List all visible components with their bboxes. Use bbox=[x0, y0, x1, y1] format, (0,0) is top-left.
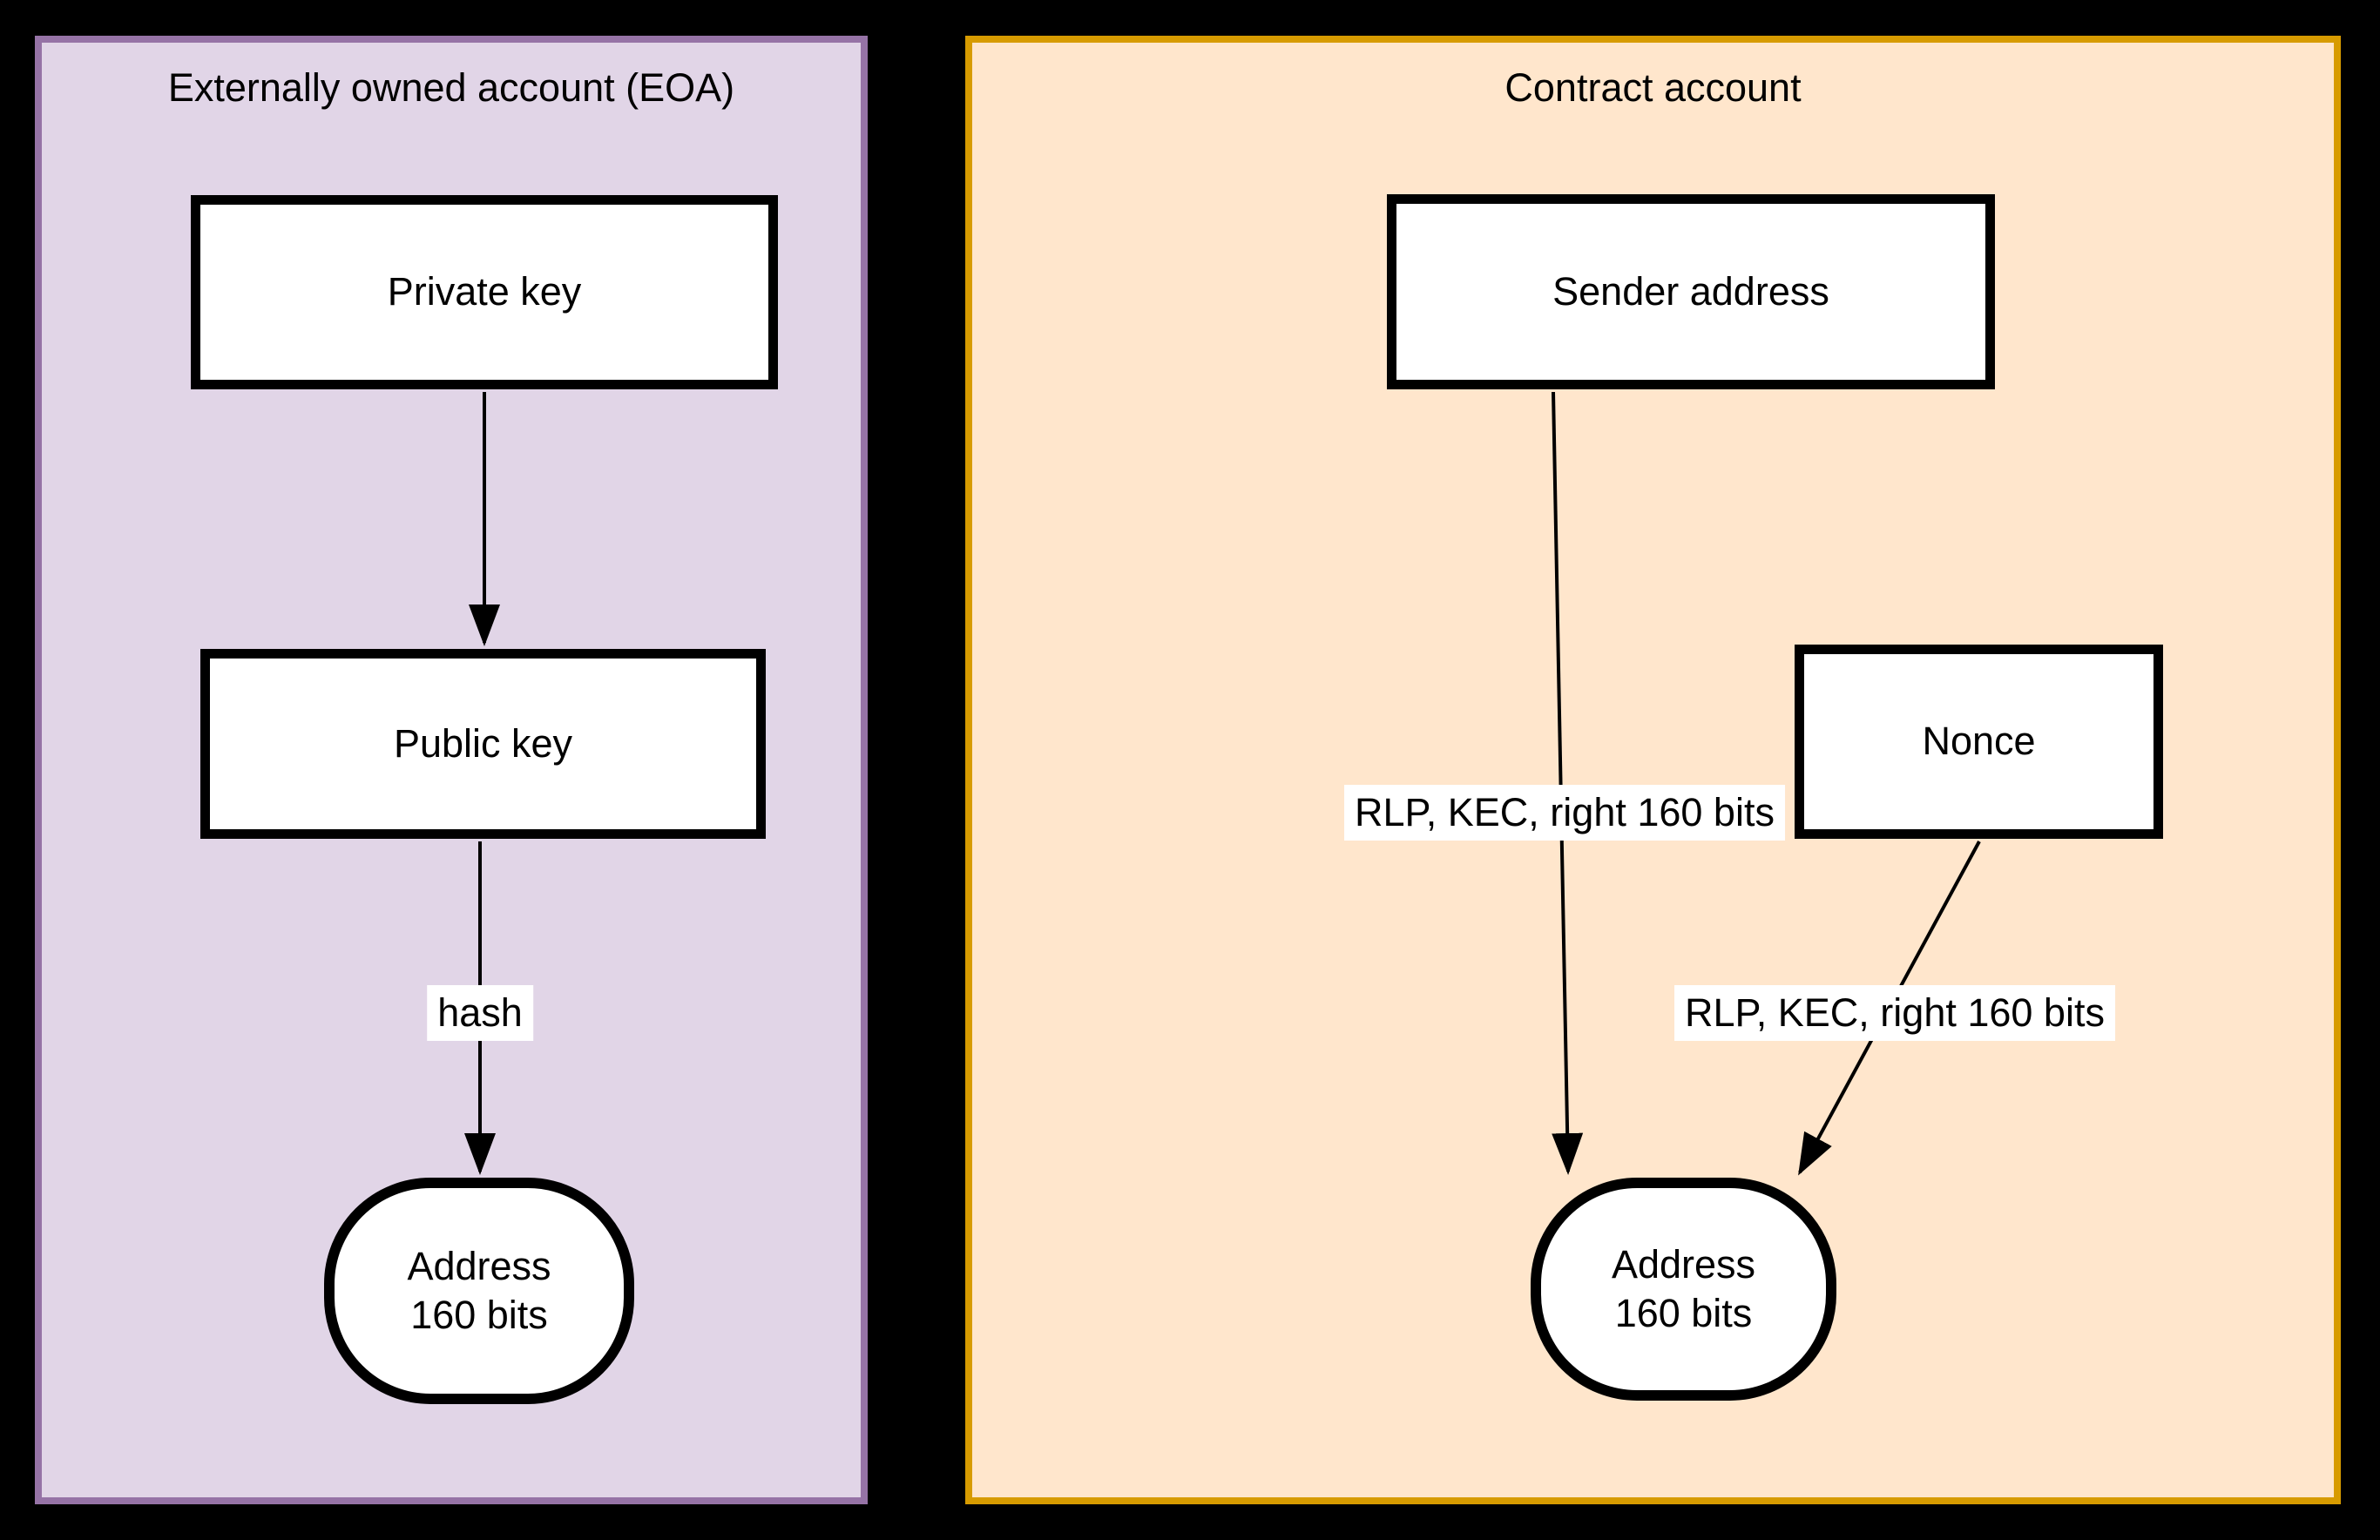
public-key-node: Public key bbox=[200, 649, 766, 839]
contract-address-node: Address 160 bits bbox=[1531, 1178, 1836, 1401]
eoa-address-line2: 160 bits bbox=[410, 1293, 548, 1337]
sender-to-address-arrow bbox=[1552, 391, 1584, 1175]
nonce-edge-label: RLP, KEC, right 160 bits bbox=[1674, 985, 2115, 1041]
sender-edge-label: RLP, KEC, right 160 bits bbox=[1344, 785, 1785, 841]
eoa-address-line1: Address bbox=[407, 1243, 551, 1288]
private-key-label: Private key bbox=[387, 269, 582, 314]
contract-panel-title: Contract account bbox=[1504, 65, 1802, 110]
private-key-node: Private key bbox=[191, 195, 778, 389]
sender-address-label: Sender address bbox=[1552, 268, 1829, 314]
eoa-address-node: Address 160 bits bbox=[324, 1178, 634, 1404]
contract-address-line1: Address bbox=[1611, 1241, 1756, 1287]
nonce-label: Nonce bbox=[1922, 719, 2036, 764]
hash-edge-label: hash bbox=[427, 985, 533, 1041]
public-key-label: Public key bbox=[393, 720, 573, 766]
eoa-panel-title: Externally owned account (EOA) bbox=[167, 65, 735, 110]
nonce-node: Nonce bbox=[1795, 645, 2163, 839]
sender-address-node: Sender address bbox=[1387, 194, 1995, 389]
contract-address-line2: 160 bits bbox=[1614, 1291, 1753, 1335]
